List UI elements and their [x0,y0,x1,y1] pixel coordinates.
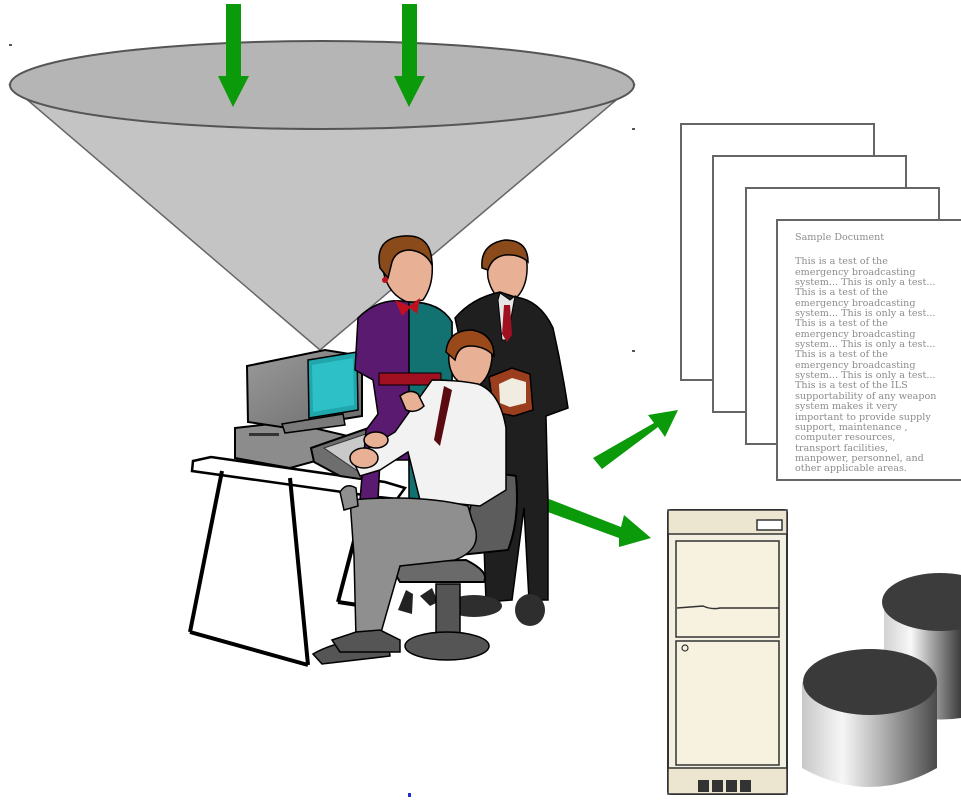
database-cylinder-front [802,649,937,787]
funnel [7,40,637,351]
document-stack [680,123,961,481]
document-title: Sample Document [795,232,885,243]
document-line: This is a test of the [795,287,888,299]
document-line: This is a test of the ILS [795,380,908,392]
seated-man [311,329,507,665]
document-line: system... This is only a test... [795,277,936,289]
sample-document-page [776,219,961,481]
output-arrow-to-documents [593,410,678,469]
output-arrow-to-server [545,499,651,547]
document-line: This is a test of the [795,349,888,361]
document-line: emergency broadcasting [795,266,916,278]
document-line: system... This is only a test... [795,308,936,320]
stray-dot [632,350,635,352]
document-line: transport facilities, [795,442,889,454]
stray-dot [408,793,411,797]
document-line: system makes it very [795,401,898,413]
document-line: emergency broadcasting [795,297,916,309]
input-arrow-right [394,4,425,107]
document-line: This is a test of the [795,256,888,268]
document-line: emergency broadcasting [795,328,916,340]
input-arrow-left [218,4,249,107]
document-line: This is a test of the [795,318,888,330]
sample-document-text: Sample Document This is a test of the em… [795,232,957,475]
document-line: support, maintenance , [795,421,908,433]
server-tower [667,509,788,795]
document-line: manpower, personnel, and [795,452,924,464]
document-line: system... This is only a test... [795,370,936,382]
document-line: computer resources, [795,432,896,444]
stray-dot [632,128,635,130]
document-line: supportability of any weapon [795,390,937,402]
document-line: important to provide supply [795,411,931,423]
document-line: system... This is only a test... [795,339,936,351]
document-line: emergency broadcasting [795,359,916,371]
document-line: other applicable areas. [795,463,907,475]
stray-dot [9,44,12,46]
